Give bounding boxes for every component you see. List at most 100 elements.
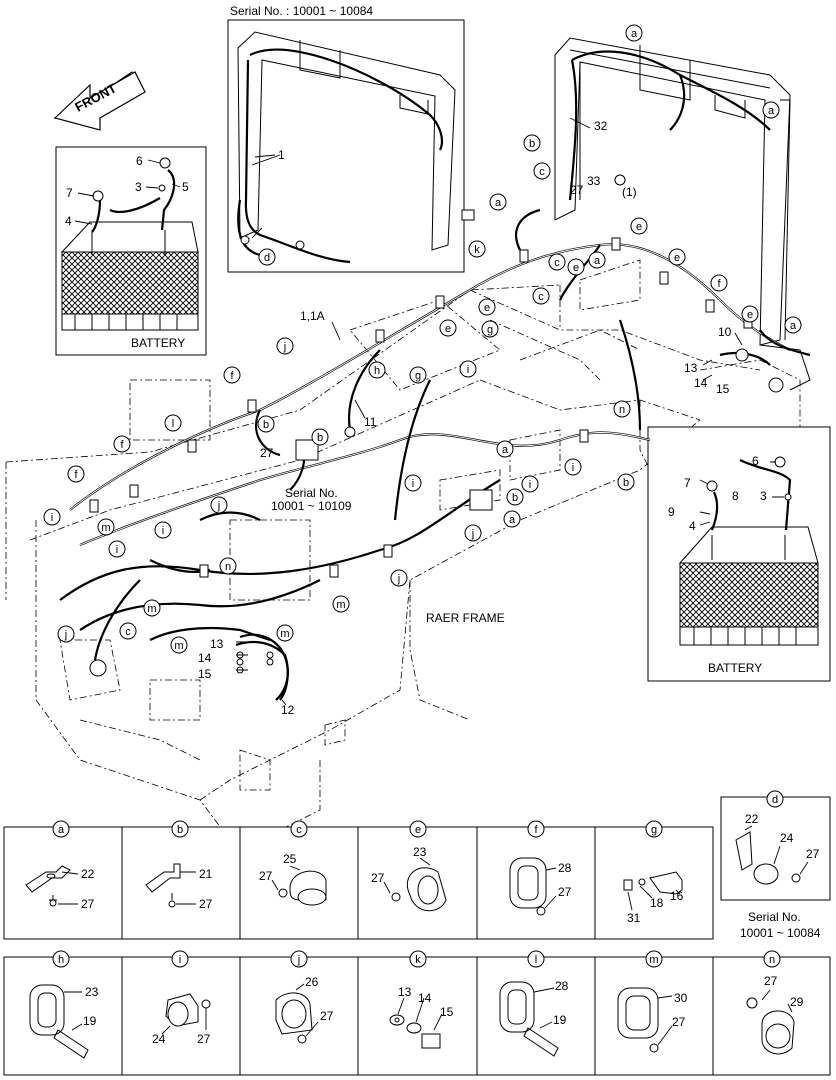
battery-left-label: BATTERY: [131, 336, 185, 350]
svg-text:l: l: [535, 954, 537, 966]
svg-text:a: a: [594, 255, 601, 267]
front-direction-arrow: FRONT: [53, 71, 146, 131]
callout-14-left: 14: [198, 651, 212, 665]
svg-text:j: j: [283, 341, 286, 353]
detail-l-part-19: 19: [553, 1013, 567, 1027]
detail-b-part-27: 27: [199, 897, 213, 911]
marker-c: c: [119, 622, 137, 640]
svg-text:i: i: [412, 478, 414, 490]
marker-f: f: [710, 274, 728, 292]
svg-text:e: e: [674, 252, 680, 264]
svg-text:f: f: [534, 824, 538, 836]
detail-j-part-27: 27: [320, 1009, 334, 1023]
marker-n: n: [613, 400, 631, 418]
marker-l: l: [164, 414, 182, 432]
detail-n-part-27: 27: [764, 974, 778, 988]
marker-i: i: [43, 508, 61, 526]
marker-a: a: [496, 440, 514, 458]
panel-header-e: e: [409, 820, 427, 838]
detail-c-part-27: 27: [259, 869, 273, 883]
panel-header-b: b: [171, 820, 189, 838]
svg-text:j: j: [297, 954, 300, 966]
svg-text:i: i: [116, 544, 118, 556]
callout-13-right: 13: [684, 361, 698, 375]
detail-c-part-25: 25: [283, 852, 297, 866]
detail-d-part-22: 22: [745, 812, 759, 826]
panel-header-d: d: [766, 790, 784, 808]
svg-text:g: g: [651, 824, 657, 836]
detail-k-part-14: 14: [418, 991, 432, 1005]
svg-text:k: k: [415, 954, 421, 966]
detail-b-bracket: [145, 863, 196, 908]
marker-c: c: [532, 287, 550, 305]
detail-g-part-31: 31: [627, 911, 641, 925]
battery-right-label: BATTERY: [708, 661, 762, 675]
callout-leaders: [236, 117, 743, 706]
marker-i: i: [404, 474, 422, 492]
battery-left-callout-7: 7: [66, 186, 73, 200]
marker-a: a: [503, 510, 521, 528]
callout-32: 32: [594, 119, 608, 133]
svg-text:e: e: [573, 262, 579, 274]
svg-text:i: i: [529, 479, 531, 491]
callout-15-right: 15: [716, 382, 730, 396]
marker-e: e: [630, 217, 648, 235]
svg-text:a: a: [58, 824, 65, 836]
detail-b-part-21: 21: [199, 867, 213, 881]
marker-j: j: [210, 496, 228, 514]
battery-left-callout-5: 5: [182, 180, 189, 194]
marker-f: f: [67, 465, 85, 483]
battery-inset-left: [55, 146, 207, 356]
marker-h: h: [368, 361, 386, 379]
detail-i-clip: [161, 993, 211, 1035]
svg-text:i: i: [51, 512, 53, 524]
serial-number-top: Serial No. : 10001 ~ 10084: [230, 4, 373, 18]
svg-text:m: m: [280, 628, 289, 640]
svg-text:c: c: [554, 257, 560, 269]
marker-j: j: [390, 569, 408, 587]
harness-clips: [89, 174, 784, 677]
svg-text:e: e: [415, 824, 421, 836]
svg-text:c: c: [539, 166, 545, 178]
detail-d-part-27: 27: [806, 847, 820, 861]
svg-text:g: g: [415, 370, 421, 382]
detail-h-grommet: [29, 984, 89, 1059]
svg-text:n: n: [225, 561, 231, 573]
radiator-frame-right: [554, 37, 811, 391]
panel-header-m: m: [645, 950, 663, 968]
detail-d-serial-line2: 10001 ~ 10084: [740, 926, 821, 940]
svg-text:f: f: [74, 469, 78, 481]
battery-right-callout-7: 7: [684, 476, 691, 490]
marker-i: i: [108, 540, 126, 558]
callout-27-mid: 27: [260, 446, 274, 460]
svg-text:b: b: [512, 492, 518, 504]
svg-text:b: b: [177, 824, 183, 836]
detail-d-serial-line1: Serial No.: [748, 910, 801, 924]
panel-header-i: i: [171, 950, 189, 968]
ground-cable-12: [236, 633, 289, 701]
marker-m: m: [143, 599, 161, 617]
svg-text:h: h: [374, 365, 380, 377]
detail-d-part-24: 24: [780, 831, 794, 845]
marker-m: m: [97, 518, 115, 536]
battery-inset-right: [647, 426, 831, 682]
marker-e: e: [668, 248, 686, 266]
marker-f: f: [113, 435, 131, 453]
svg-text:e: e: [636, 221, 642, 233]
detail-e-part-23: 23: [413, 845, 427, 859]
detail-a-bracket: [25, 865, 79, 907]
svg-text:a: a: [495, 197, 502, 209]
svg-text:j: j: [471, 528, 474, 540]
svg-text:e: e: [445, 323, 451, 335]
panel-header-f: f: [527, 820, 545, 838]
detail-d-bracket: [735, 825, 809, 885]
svg-text:n: n: [619, 404, 625, 416]
detail-l-part-28: 28: [555, 979, 569, 993]
svg-text:d: d: [772, 794, 778, 806]
callout-33: 33: [587, 174, 601, 188]
callout-15-left: 15: [198, 667, 212, 681]
detail-f-part-28: 28: [558, 861, 572, 875]
callout-1: 1: [278, 148, 285, 162]
